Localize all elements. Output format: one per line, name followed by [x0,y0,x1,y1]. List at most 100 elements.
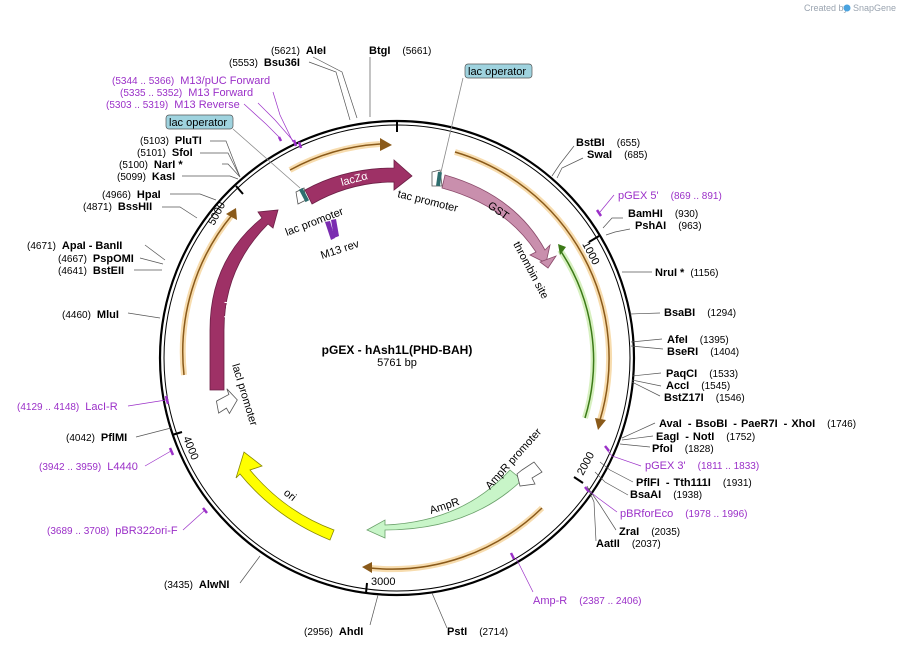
lac-operator-right-label: lac operator [468,66,526,78]
primer-ampr[interactable]: Amp-R(2387 .. 2406) [533,595,642,607]
site-bamhi[interactable]: BamHI(930) [628,208,698,220]
leader-ahdi [369,594,379,626]
feature-ampr[interactable] [366,469,523,539]
site-avai-group[interactable]: AvaI-BsoBI-PaeR7I-XhoI(1746) [659,418,856,430]
lac-operator-badges: lac operator lac operator [165,63,533,189]
site-aatii[interactable]: AatII(2037) [596,538,661,550]
primer-pgex5[interactable]: pGEX 5'(869 .. 891) [618,190,722,202]
site-bseri[interactable]: BseRI(1404) [667,346,739,358]
leader-hpai [170,193,217,201]
lac-operator-right-badge[interactable] [464,63,533,79]
leader-bsabi [629,312,661,315]
site-pluti[interactable]: (5103)PluTI [140,135,202,147]
leader-m13-rev [243,103,281,139]
feature-thrombin-site[interactable] [539,255,558,269]
site-afei[interactable]: AfeI(1395) [667,334,729,346]
site-bsshii[interactable]: (4871)BssHII [83,201,152,213]
leader-swai [556,157,584,179]
site-pspomi[interactable]: (4667)PspOMI [58,253,134,265]
site-kasi[interactable]: (5099)KasI [117,171,175,183]
orf-arcs [179,138,613,573]
primer-labels: (5344 .. 5366)M13/pUC Forward (5335 .. 5… [17,75,759,607]
site-bsteii[interactable]: (4641)BstEII [58,265,124,277]
credit: Created by SnapGene [804,3,896,13]
orf-laci-arrow [226,208,237,220]
site-swai[interactable]: SwaI(685) [587,149,647,161]
primer-m13-fwd[interactable]: (5335 .. 5352)M13 Forward [120,87,253,99]
leader-nari [222,163,241,178]
orf-ampr-arrow [362,562,372,573]
leader-alwni [239,555,261,584]
site-alei[interactable]: (5621)AleI [271,45,326,57]
primer-m13-rev[interactable]: (5303 .. 5319)M13 Reverse [106,99,240,111]
feature-laci[interactable] [209,209,279,391]
site-eagi-group[interactable]: EagI-NotI(1752) [656,431,755,443]
tick-4000 [171,431,183,436]
site-ahdi[interactable]: (2956)AhdI [304,626,363,638]
leader-bsaai [594,471,629,496]
site-mlui[interactable]: (4460)MluI [62,309,119,321]
orf-lacza-halo [288,141,381,173]
tick-3000 [365,582,368,594]
site-bsu36i[interactable]: (5553)Bsu36I [229,57,300,69]
feature-gst[interactable] [441,174,551,264]
tick-label-3000: 3000 [371,576,395,588]
site-nari[interactable]: (5100)NarI * [119,159,183,171]
primer-mark-ampr [509,552,516,560]
leader-eagi [621,435,654,441]
leader-lines [127,56,664,629]
leader-pbrforeco [587,489,618,513]
credit-prefix: Created by [804,3,849,13]
site-bstz17i[interactable]: BstZ17I(1546) [664,392,745,404]
leader-alei [312,56,358,119]
leader-pbr322ori [182,510,205,531]
leader-pgex5 [599,194,615,213]
site-psti[interactable]: PstI(2714) [447,626,508,638]
snapgene-logo-icon [843,4,851,12]
site-hpai[interactable]: (4966)HpaI [102,189,161,201]
feature-laci-promoter[interactable] [212,387,241,417]
primer-l4440[interactable]: (3942 .. 3959)L4440 [39,461,138,473]
site-apai[interactable]: (4671)ApaI-BanII [27,240,122,252]
site-bsabi[interactable]: BsaBI(1294) [664,307,736,319]
site-btgi[interactable]: BtgI(5661) [369,45,431,57]
site-zrai[interactable]: ZraI(2035) [619,526,680,538]
orf-gst [454,151,610,421]
leader-m13-fwd [257,102,297,145]
lac-operator-left-badge[interactable] [165,114,234,130]
feature-ori[interactable] [235,451,335,541]
site-sfoi[interactable]: (5101)SfoI [137,147,193,159]
primer-laci-r[interactable]: (4129 .. 4148)LacI-R [17,401,118,413]
primer-mark-pgex3 [604,445,610,452]
site-nrui[interactable]: NruI *(1156) [655,267,719,279]
site-acci[interactable]: AccI(1545) [666,380,730,392]
feature-m13-rev-label: M13 rev [319,238,361,262]
tick-1000 [588,235,600,243]
primer-mark-l4440 [168,447,175,456]
leader-ampr-primer [515,557,534,593]
leader-l4440 [144,450,172,467]
site-alwni[interactable]: (3435)AlwNI [164,579,229,591]
site-bsaai[interactable]: BsaAI(1938) [630,489,702,501]
primer-pgex3[interactable]: pGEX 3'(1811 .. 1833) [645,460,759,472]
site-pflmi[interactable]: (4042)PflMI [66,432,127,444]
feature-ampr-promoter[interactable] [516,461,543,487]
site-pshai[interactable]: PshAI(963) [635,220,702,232]
primer-pbrforeco[interactable]: pBRforEco(1978 .. 1996) [620,508,747,520]
site-paqci[interactable]: PaqCI(1533) [666,368,738,380]
leader-psti [431,592,448,629]
primer-mark-m13-fwd [297,141,303,149]
feature-lacza[interactable] [304,159,413,205]
feature-laci-label: lacI [223,301,235,318]
site-pflfi-group[interactable]: PflFI-Tth111I(1931) [636,477,752,489]
site-bstbi[interactable]: BstBI(655) [576,137,640,149]
lac-operator-left-label: lac operator [169,117,227,129]
site-pfoi[interactable]: PfoI(1828) [652,443,714,455]
leader-pflfi [599,461,634,483]
primer-pbr322ori[interactable]: (3689 .. 3708)pBR322ori-F [47,525,178,537]
leader-pfoi [619,443,651,448]
feature-lac-operator-right-site [436,171,442,187]
primer-m13-puc[interactable]: (5344 .. 5366)M13/pUC Forward [112,75,270,87]
leader-pshai [605,228,631,236]
